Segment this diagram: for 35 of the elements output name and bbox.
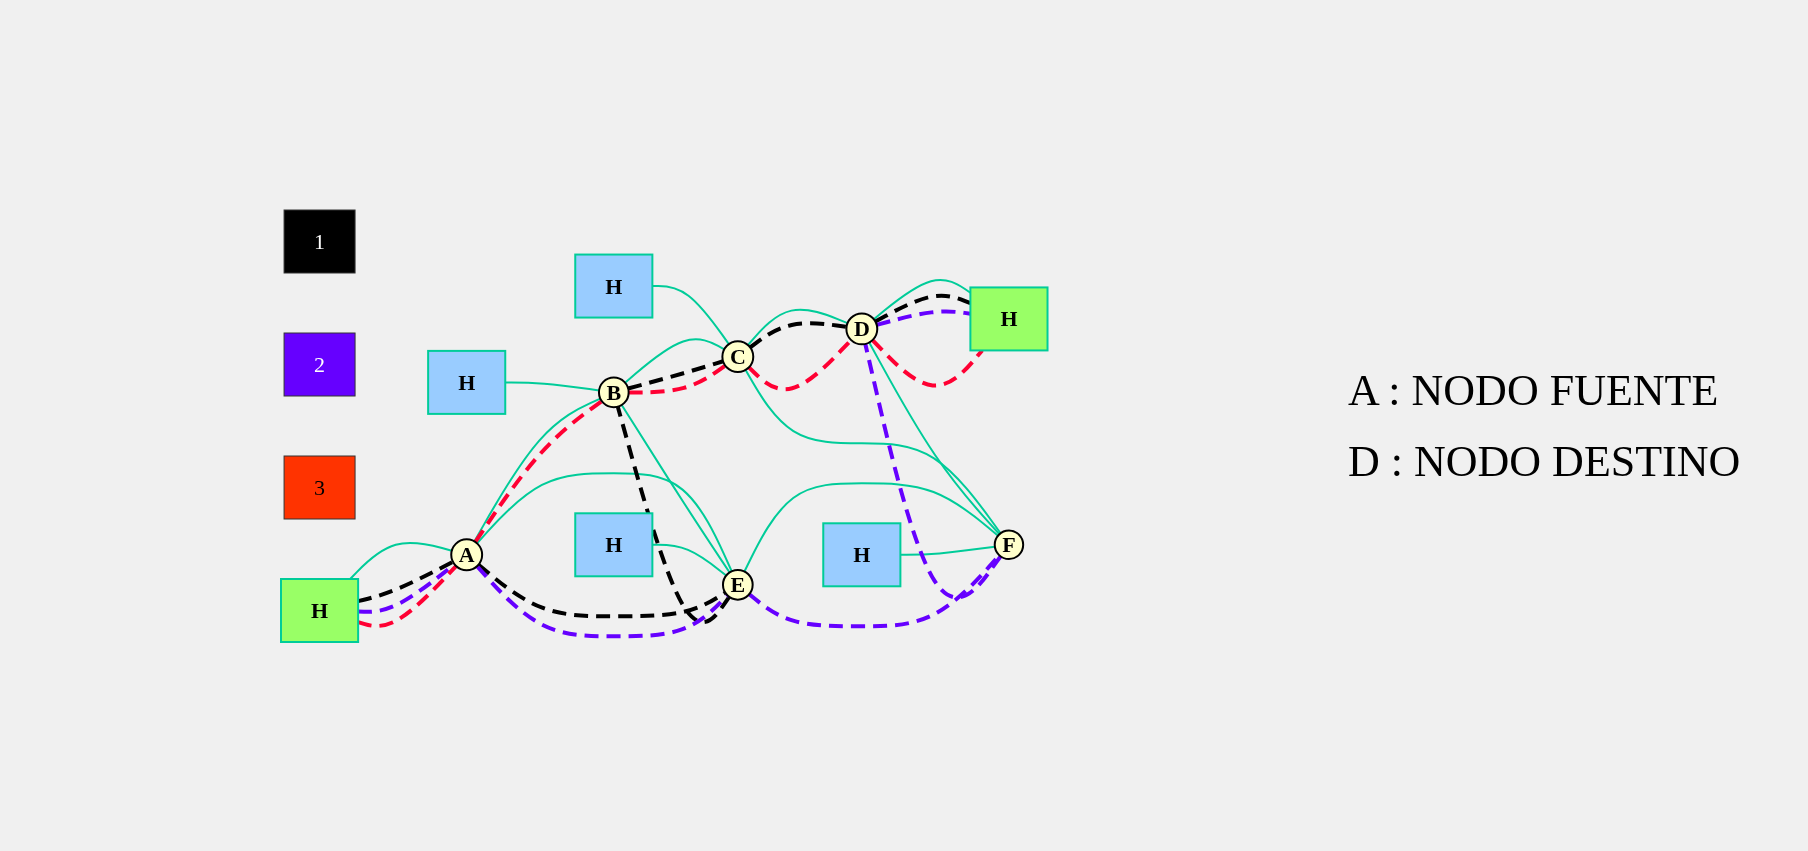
- node-box: H: [574, 253, 654, 319]
- connector: [620, 403, 731, 573]
- connector: [615, 405, 731, 624]
- node-box: 2: [283, 332, 356, 396]
- node-box: 3: [283, 455, 356, 519]
- node-box: H: [574, 511, 654, 577]
- connector: [623, 337, 725, 384]
- node-box: H: [426, 349, 506, 415]
- connector: [870, 338, 984, 387]
- connector: [743, 481, 999, 572]
- node-circle: B: [597, 376, 630, 408]
- node-box: H: [969, 285, 1049, 351]
- legend-note: A : NODO FUENTE: [1348, 364, 1720, 416]
- node-circle: C: [721, 339, 754, 373]
- connector: [475, 471, 733, 572]
- legend-note: D : NODO DESTINO: [1348, 435, 1742, 487]
- connector: [863, 343, 1002, 599]
- node-circle: E: [721, 568, 754, 601]
- connector: [477, 562, 726, 618]
- connector: [357, 559, 454, 603]
- node-box: 1: [283, 209, 356, 273]
- node-circle: D: [845, 312, 878, 345]
- connector: [874, 293, 971, 323]
- connector: [746, 308, 849, 346]
- connector: [744, 368, 1002, 534]
- connector: [868, 340, 1001, 535]
- connector: [357, 564, 458, 628]
- node-box: H: [822, 521, 902, 587]
- connector: [875, 309, 971, 327]
- connector: [747, 338, 853, 391]
- node-circle: A: [450, 537, 483, 571]
- connector: [504, 380, 600, 391]
- node-box: H: [279, 577, 359, 643]
- connector: [748, 320, 847, 349]
- node-circle: F: [993, 529, 1024, 560]
